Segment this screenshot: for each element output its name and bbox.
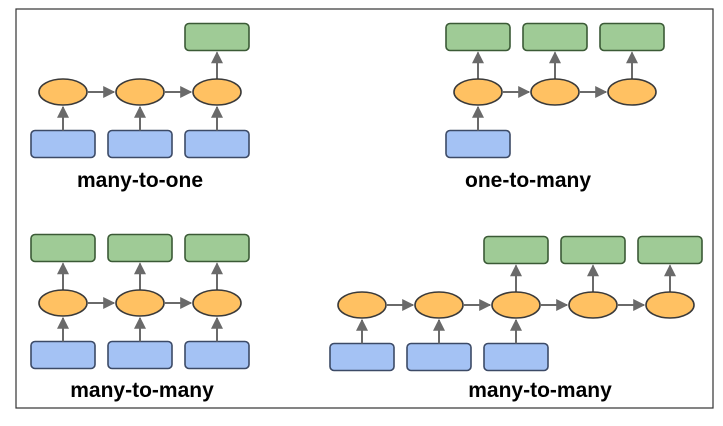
input-box xyxy=(329,342,395,372)
output-box xyxy=(184,22,250,52)
hidden-state-node xyxy=(192,289,242,317)
hidden-state-node xyxy=(115,289,165,317)
input-box xyxy=(30,129,96,159)
output-box xyxy=(184,233,250,263)
hidden-state-node xyxy=(645,291,695,319)
output-box xyxy=(637,235,703,265)
output-box xyxy=(445,22,511,52)
hidden-state-node xyxy=(607,78,657,106)
hidden-state-node xyxy=(568,291,618,319)
caption-many-to-one: many-to-one xyxy=(77,169,203,192)
panel-many-to-one xyxy=(30,22,250,159)
input-box xyxy=(184,129,250,159)
panel-many-to-many-synced xyxy=(30,233,250,370)
output-box xyxy=(599,22,665,52)
output-box xyxy=(30,233,96,263)
input-box xyxy=(107,129,173,159)
caption-many-to-many-synced: many-to-many xyxy=(70,379,214,402)
output-box xyxy=(483,235,549,265)
hidden-state-node xyxy=(337,291,387,319)
input-box xyxy=(30,340,96,370)
input-box xyxy=(107,340,173,370)
input-box xyxy=(406,342,472,372)
output-box xyxy=(560,235,626,265)
hidden-state-node xyxy=(414,291,464,319)
output-box xyxy=(107,233,173,263)
hidden-state-node xyxy=(192,78,242,106)
caption-one-to-many: one-to-many xyxy=(465,169,591,192)
hidden-state-node xyxy=(38,289,88,317)
input-box xyxy=(445,129,511,159)
hidden-state-node xyxy=(453,78,503,106)
hidden-state-node xyxy=(115,78,165,106)
hidden-state-node xyxy=(38,78,88,106)
output-box xyxy=(522,22,588,52)
hidden-state-node xyxy=(530,78,580,106)
panel-many-to-many-delayed xyxy=(329,235,703,372)
caption-many-to-many-delayed: many-to-many xyxy=(468,379,612,402)
input-box xyxy=(483,342,549,372)
hidden-state-node xyxy=(491,291,541,319)
input-box xyxy=(184,340,250,370)
panel-one-to-many xyxy=(445,22,665,159)
